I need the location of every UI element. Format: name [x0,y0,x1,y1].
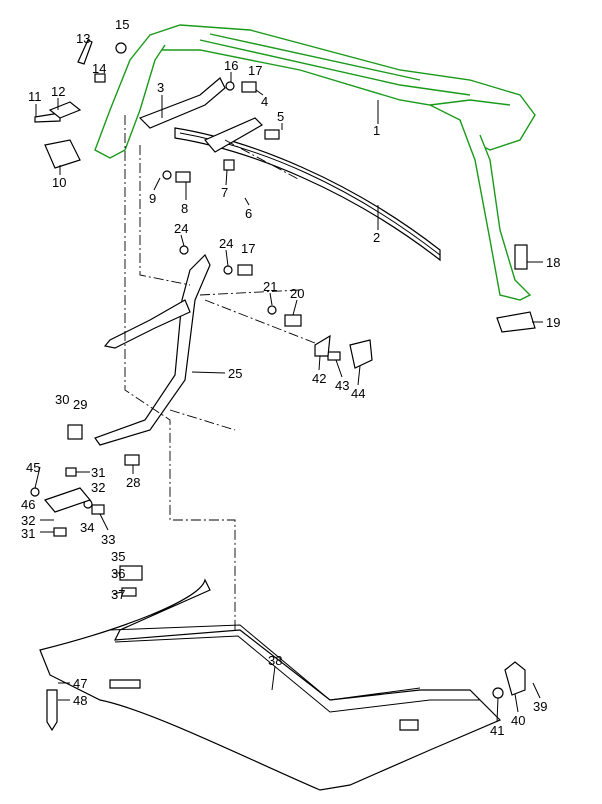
label-28: 28 [126,475,140,490]
fastener-part [225,81,235,91]
fastener-part [77,39,93,65]
label-17: 17 [248,63,262,78]
label-46: 46 [21,497,35,512]
label-32: 32 [91,480,105,495]
fastener-part [46,689,58,732]
label-11: 11 [28,89,42,104]
label-29: 29 [73,397,87,412]
label-14: 14 [92,61,106,76]
label-19: 19 [546,315,560,330]
label-31: 31 [21,526,35,541]
label-24: 24 [219,236,233,251]
label-7: 7 [221,185,228,200]
label-48: 48 [73,693,87,708]
label-16: 16 [224,58,238,73]
label-40: 40 [511,713,525,728]
label-1: 1 [373,123,380,138]
label-37: 37 [111,587,125,602]
fastener-part [504,661,526,696]
leader-lines [34,72,543,723]
label-6: 6 [245,206,252,221]
label-3: 3 [157,80,164,95]
fastener-part [514,244,528,270]
fastener-part [162,170,172,180]
fastener-part [327,351,341,361]
fastener-part [284,314,302,327]
label-41: 41 [490,723,504,738]
label-31: 31 [91,465,105,480]
fastener-part [53,527,67,537]
fastener-part [496,311,536,333]
label-39: 39 [533,699,547,714]
fastener-part [314,334,331,357]
label-13: 13 [76,31,90,46]
label-18: 18 [546,255,560,270]
label-21: 21 [263,279,277,294]
fastener-part [94,73,106,83]
label-5: 5 [277,109,284,124]
fastener-part [48,101,82,119]
fastener-part [91,504,105,515]
fasteners [30,39,536,732]
bracket-part-3 [138,77,226,129]
label-15: 15 [115,17,129,32]
label-4: 4 [261,94,268,109]
label-35: 35 [111,549,125,564]
fastener-part [67,424,83,440]
label-44: 44 [351,386,365,401]
label-2: 2 [373,230,380,245]
label-12: 12 [51,84,65,99]
fastener-part [124,454,140,466]
label-17: 17 [241,241,255,256]
label-8: 8 [181,201,188,216]
label-10: 10 [52,175,66,190]
fastener-part [175,171,191,183]
fastener-part [241,81,257,93]
fastener-part [237,264,253,276]
fastener-part [65,467,77,477]
fastener-part [267,305,277,315]
label-24: 24 [174,221,188,236]
fastener-part [349,339,373,369]
linkage-part-25 [94,253,211,446]
label-43: 43 [335,378,349,393]
label-47: 47 [73,676,87,691]
label-38: 38 [268,653,282,668]
fastener-part [179,245,189,255]
label-20: 20 [290,286,304,301]
label-34: 34 [80,520,94,535]
label-25: 25 [228,366,242,381]
fastener-part [115,42,127,54]
bracket-part-7 [204,117,263,153]
label-33: 33 [101,532,115,547]
fastener-part [492,687,504,699]
label-42: 42 [312,371,326,386]
label-32: 32 [21,513,35,528]
fastener-part [223,159,235,171]
fastener-part [264,129,280,140]
assembly-lines [124,115,321,630]
fastener-part [30,487,40,497]
label-9: 9 [149,191,156,206]
label-30: 30 [55,392,69,407]
hardtop-cover-part-38 [39,578,502,791]
fastener-part [43,487,92,513]
roll-bar-part-1 [94,24,536,301]
label-36: 36 [111,566,125,581]
fastener-part [44,139,81,169]
label-45: 45 [26,460,40,475]
fastener-part [34,112,61,123]
fastener-part [223,265,233,275]
